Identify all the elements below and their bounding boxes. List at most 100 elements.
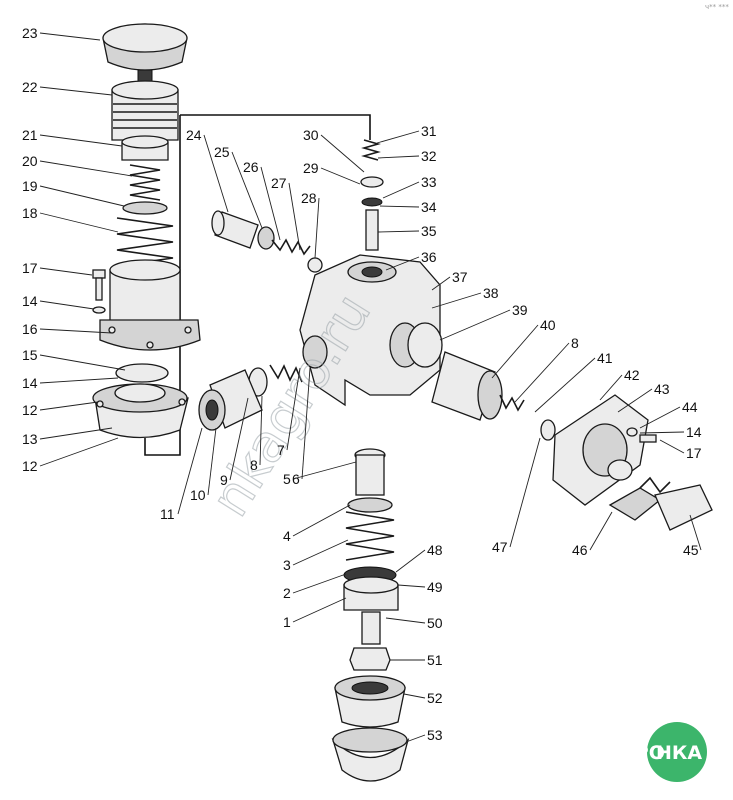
- part-ring-25: [257, 226, 275, 250]
- callout-label-52: 52: [427, 690, 443, 706]
- callout-label-42: 42: [624, 367, 640, 383]
- callout-label-17b: 17: [686, 445, 702, 461]
- callout-label-34: 34: [421, 199, 437, 215]
- callout-label-38: 38: [483, 285, 499, 301]
- callout-label-13: 13: [22, 431, 38, 447]
- part-spring-handle: [639, 476, 671, 494]
- leader-line-19: [39, 185, 125, 207]
- leader-line-46: [589, 511, 613, 551]
- part-washer-19: [122, 201, 168, 215]
- callout-label-30: 30: [303, 127, 319, 143]
- leader-line-31: [376, 130, 420, 144]
- leader-line-10: [207, 427, 217, 496]
- callout-label-26: 26: [243, 159, 259, 175]
- part-lower-cover: [92, 383, 189, 439]
- callout-label-50: 50: [427, 615, 443, 631]
- part-ring-21: [121, 135, 169, 161]
- part-stem-35: [365, 209, 379, 251]
- leader-line-13: [39, 427, 113, 440]
- leader-line-39: [439, 309, 511, 341]
- callout-label-28: 28: [301, 190, 317, 206]
- logo-right-text: НКА: [656, 742, 702, 764]
- leader-line-48: [395, 549, 426, 573]
- leader-line-8b: [259, 395, 263, 466]
- callout-label-29: 29: [303, 160, 319, 176]
- leader-line-16: [39, 328, 113, 334]
- callout-label-24: 24: [186, 127, 202, 143]
- leader-line-5: [292, 461, 357, 480]
- leader-line-36: [385, 256, 420, 271]
- leader-line-30: [320, 134, 365, 173]
- callout-label-20: 20: [22, 153, 38, 169]
- part-washer-14a: [92, 306, 106, 314]
- callout-label-14c: 14: [686, 424, 702, 440]
- callout-labels: 2322212019181714161514121312242526272830…: [22, 25, 702, 743]
- part-diaphragm-15: [115, 363, 169, 383]
- leader-line-4: [292, 504, 351, 537]
- leader-line-14a: [39, 300, 95, 310]
- leader-line-29: [320, 167, 361, 185]
- leader-line-14c: [639, 431, 685, 434]
- callout-label-44: 44: [682, 399, 698, 415]
- part-washer-4: [347, 497, 393, 513]
- leader-line-8a: [514, 342, 570, 403]
- leader-line-40: [491, 324, 539, 379]
- leader-line-47: [509, 437, 541, 548]
- callout-label-10: 10: [190, 487, 206, 503]
- callout-label-12b: 12: [22, 458, 38, 474]
- callout-label-41: 41: [597, 350, 613, 366]
- leader-line-53: [405, 734, 426, 743]
- part-adjusting-nut: [111, 69, 179, 141]
- callout-label-32: 32: [421, 148, 437, 164]
- part-bowl-53: [331, 727, 410, 782]
- leader-line-24: [203, 134, 229, 213]
- leader-line-49: [397, 584, 426, 588]
- leader-line-35: [377, 230, 420, 233]
- part-fitting-46: [607, 459, 633, 481]
- callout-label-11: 11: [160, 506, 175, 522]
- callout-label-46: 46: [572, 542, 588, 558]
- part-sleeve-5: [355, 454, 385, 496]
- callout-label-47: 47: [492, 539, 508, 555]
- callout-label-31: 31: [421, 123, 437, 139]
- leader-line-6: [301, 367, 311, 480]
- callout-label-2: 2: [283, 585, 291, 601]
- leader-line-9: [229, 397, 249, 481]
- part-main-spring: [116, 217, 174, 267]
- leader-line-37: [431, 276, 451, 291]
- callout-label-7: 7: [277, 442, 285, 458]
- part-cup-52: [334, 675, 406, 728]
- callout-label-23: 23: [22, 25, 38, 41]
- callout-label-8b: 8: [250, 457, 258, 473]
- part-bolt-17b: [639, 434, 657, 443]
- part-handle-45: [654, 484, 713, 531]
- leader-line-44: [639, 406, 681, 429]
- callout-label-8a: 8: [571, 335, 579, 351]
- callout-label-39: 39: [512, 302, 528, 318]
- callout-label-36: 36: [421, 249, 437, 265]
- leader-line-12a: [39, 401, 99, 411]
- callout-leaders: [39, 32, 702, 743]
- leader-line-18: [39, 212, 119, 233]
- part-cylinder-40: [431, 351, 503, 421]
- callout-label-22: 22: [22, 79, 38, 95]
- part-cap: [102, 23, 188, 71]
- callout-label-18: 18: [22, 205, 38, 221]
- leader-line-17b: [659, 439, 685, 454]
- part-lever-46: [608, 487, 662, 521]
- logo-badge: [647, 722, 707, 782]
- callout-label-4: 4: [283, 528, 291, 544]
- part-ring-33: [361, 197, 383, 207]
- right-cover-assembly: [540, 394, 713, 531]
- part-spring-housing: [99, 259, 201, 351]
- leader-line-15: [39, 354, 126, 371]
- callout-label-45: 45: [683, 542, 699, 558]
- leader-line-38: [431, 292, 482, 309]
- leader-line-2: [292, 573, 347, 594]
- leader-line-43: [617, 388, 653, 413]
- callout-label-37: 37: [452, 269, 468, 285]
- left-assembly: [92, 23, 371, 456]
- callout-label-25: 25: [214, 144, 230, 160]
